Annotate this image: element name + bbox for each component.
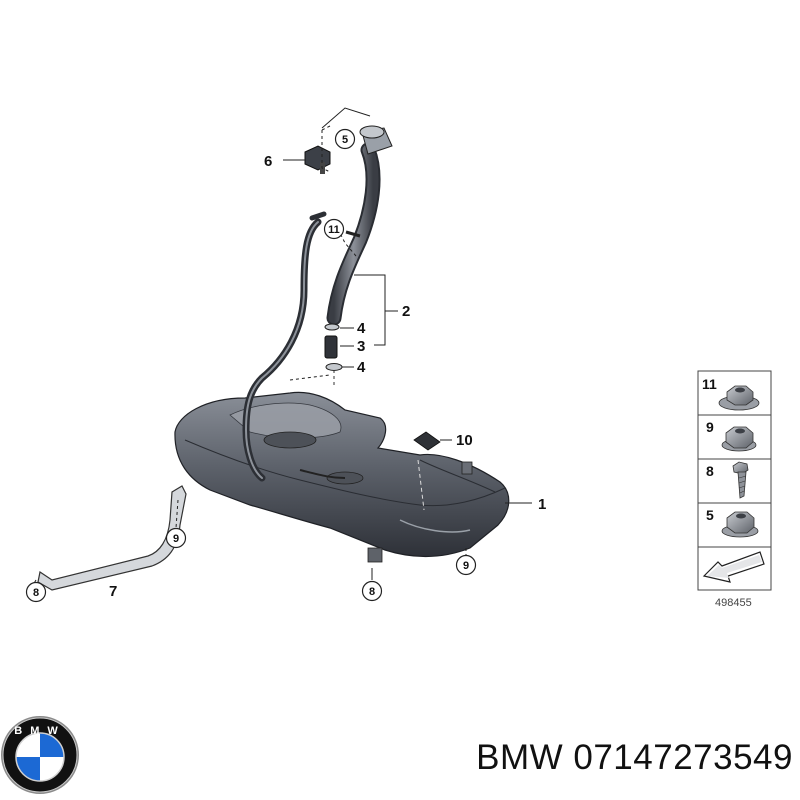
- hose-connector: [324, 323, 343, 385]
- direction-arrow-icon: [702, 551, 765, 583]
- callout-9-left-circle: 9: [165, 527, 187, 549]
- callout-5-circle: 5: [334, 128, 356, 150]
- callout-9-left: 9: [173, 533, 179, 545]
- callout-8-left-circle: 8: [25, 581, 47, 603]
- part-number-caption: BMW 07147273549: [476, 738, 793, 777]
- legend-item-5: 5: [706, 507, 759, 538]
- seal-plate: [413, 431, 441, 451]
- filler-pipe: [326, 125, 393, 326]
- callout-4-upper: 4: [357, 320, 366, 337]
- callout-9-right: 9: [463, 560, 469, 572]
- vent-hose: [242, 211, 327, 482]
- callout-8-left: 8: [33, 587, 39, 599]
- flange-nut-icon: [718, 385, 760, 411]
- callout-3: 3: [357, 338, 365, 355]
- callout-7: 7: [109, 583, 117, 600]
- callout-1: 1: [538, 496, 546, 513]
- callout-6: 6: [264, 153, 272, 170]
- legend-number: 11: [702, 376, 717, 392]
- callout-10: 10: [456, 432, 473, 449]
- legend-item-11: 11: [702, 376, 760, 411]
- diagram-reference-number: 498455: [715, 597, 752, 609]
- legend-item-8: 8: [706, 461, 749, 499]
- callout-8-right-circle: 8: [361, 580, 383, 602]
- bmw-logo: BMW: [1, 716, 79, 794]
- bmw-logo-lettering: BMW: [14, 725, 66, 737]
- fuel-tank: [174, 391, 510, 563]
- callout-2: 2: [402, 303, 410, 320]
- callout-5: 5: [342, 134, 348, 146]
- holding-strap: [37, 485, 187, 591]
- leader-lines: [29, 107, 532, 591]
- callout-labels: 1 2 4 3 4 6 7 10 5 11 9 9 8 8: [25, 128, 546, 603]
- legend-number: 9: [706, 419, 714, 435]
- parts-legend: 11 9 8 5: [697, 370, 772, 609]
- callout-11-circle: 11: [323, 218, 345, 240]
- callout-9-right-circle: 9: [455, 554, 477, 576]
- hex-nut-icon: [721, 426, 757, 452]
- callout-11: 11: [328, 224, 340, 236]
- bolt-icon: [732, 461, 749, 499]
- legend-number: 5: [706, 507, 714, 523]
- legend-item-9: 9: [706, 419, 757, 452]
- callout-8-right: 8: [369, 586, 375, 598]
- legend-number: 8: [706, 463, 714, 479]
- callout-4-lower: 4: [357, 359, 366, 376]
- flange-nut-icon: [721, 511, 759, 538]
